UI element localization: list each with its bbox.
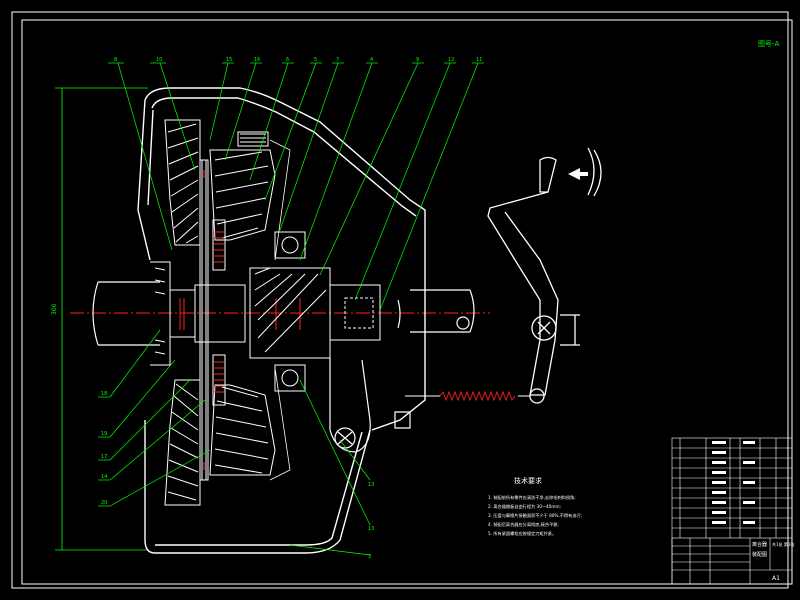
title-page: 共1张 第1张 <box>772 541 794 547</box>
callout-label: 4 <box>370 57 373 63</box>
callout-label: 9 <box>416 57 419 63</box>
callout-label: 17 <box>101 454 107 460</box>
callout-label: 18 <box>101 391 107 397</box>
pressure-plate-upper <box>209 131 276 241</box>
callout-label: 3 <box>368 554 371 560</box>
pedal-arrow-icon <box>568 168 588 180</box>
dimension-label: 300 <box>51 303 58 315</box>
spline-marks <box>179 298 301 330</box>
tech-line: 4. 装配后离合器应分离彻底,接合平稳; <box>488 521 559 528</box>
callout-label: 14 <box>101 474 107 480</box>
leader-lines-top <box>108 62 484 311</box>
friction-disc <box>199 159 226 481</box>
clutch-housing <box>137 87 426 554</box>
flywheel-lower <box>164 379 201 506</box>
tech-line: 3. 压盘与摩擦片接触面积不少于 80%,不得有油污; <box>488 512 582 519</box>
callout-label: 12 <box>448 57 454 63</box>
output-shaft <box>410 289 475 333</box>
callout-label: 20 <box>101 500 107 506</box>
callout-label: 5 <box>314 57 317 63</box>
outer-frame <box>11 11 789 589</box>
callout-label: 11 <box>476 57 482 63</box>
callout-label: 16 <box>254 57 260 63</box>
parts-list-entries <box>712 441 755 524</box>
callout-label: 7 <box>336 57 339 63</box>
tech-requirements: 技术要求 1. 装配前所有零件应清洗干净,去除毛刺和锐角; 2. 离合器踏板自由… <box>488 476 582 537</box>
return-spring <box>405 390 530 402</box>
callouts-top: 8 10 15 16 6 5 7 4 9 12 11 <box>114 57 482 63</box>
callout-label: 15 <box>226 57 232 63</box>
callout-label: 8 <box>114 57 117 63</box>
disc-hub <box>150 261 246 366</box>
height-dimension <box>55 87 148 551</box>
damper-springs <box>203 170 224 470</box>
release-fork <box>329 299 411 453</box>
inner-frame <box>21 19 793 585</box>
diaphragm-spring <box>269 139 291 481</box>
pedal-linkage <box>487 147 602 404</box>
sheet-size: A1 <box>772 575 780 582</box>
title-name-line2: 装配图 <box>752 551 767 558</box>
parts-list <box>671 437 793 585</box>
input-shaft <box>92 281 160 346</box>
callout-label: 13 <box>368 482 374 488</box>
title-name-line1: 离合器 <box>752 541 767 548</box>
release-bearing <box>249 231 381 392</box>
callout-label: 10 <box>156 57 162 63</box>
tech-line: 1. 装配前所有零件应清洗干净,去除毛刺和锐角; <box>488 494 576 501</box>
tech-line: 2. 离合器踏板自由行程为 30—40mm; <box>488 503 561 510</box>
leader-lines-bottom <box>98 329 371 556</box>
title-block <box>671 537 793 585</box>
callout-label: 6 <box>286 57 289 63</box>
corner-mark: 图号-A <box>758 40 780 48</box>
pressure-plate-lower <box>209 384 276 476</box>
tech-line: 5. 所有紧固螺栓应按规定力矩拧紧。 <box>488 530 556 537</box>
callouts-bottom: 18 19 17 14 20 13 13 3 <box>101 391 374 560</box>
flywheel-upper <box>164 119 201 246</box>
tech-requirements-title: 技术要求 <box>514 476 542 485</box>
callout-label: 19 <box>101 431 107 437</box>
callout-label: 13 <box>368 526 374 532</box>
